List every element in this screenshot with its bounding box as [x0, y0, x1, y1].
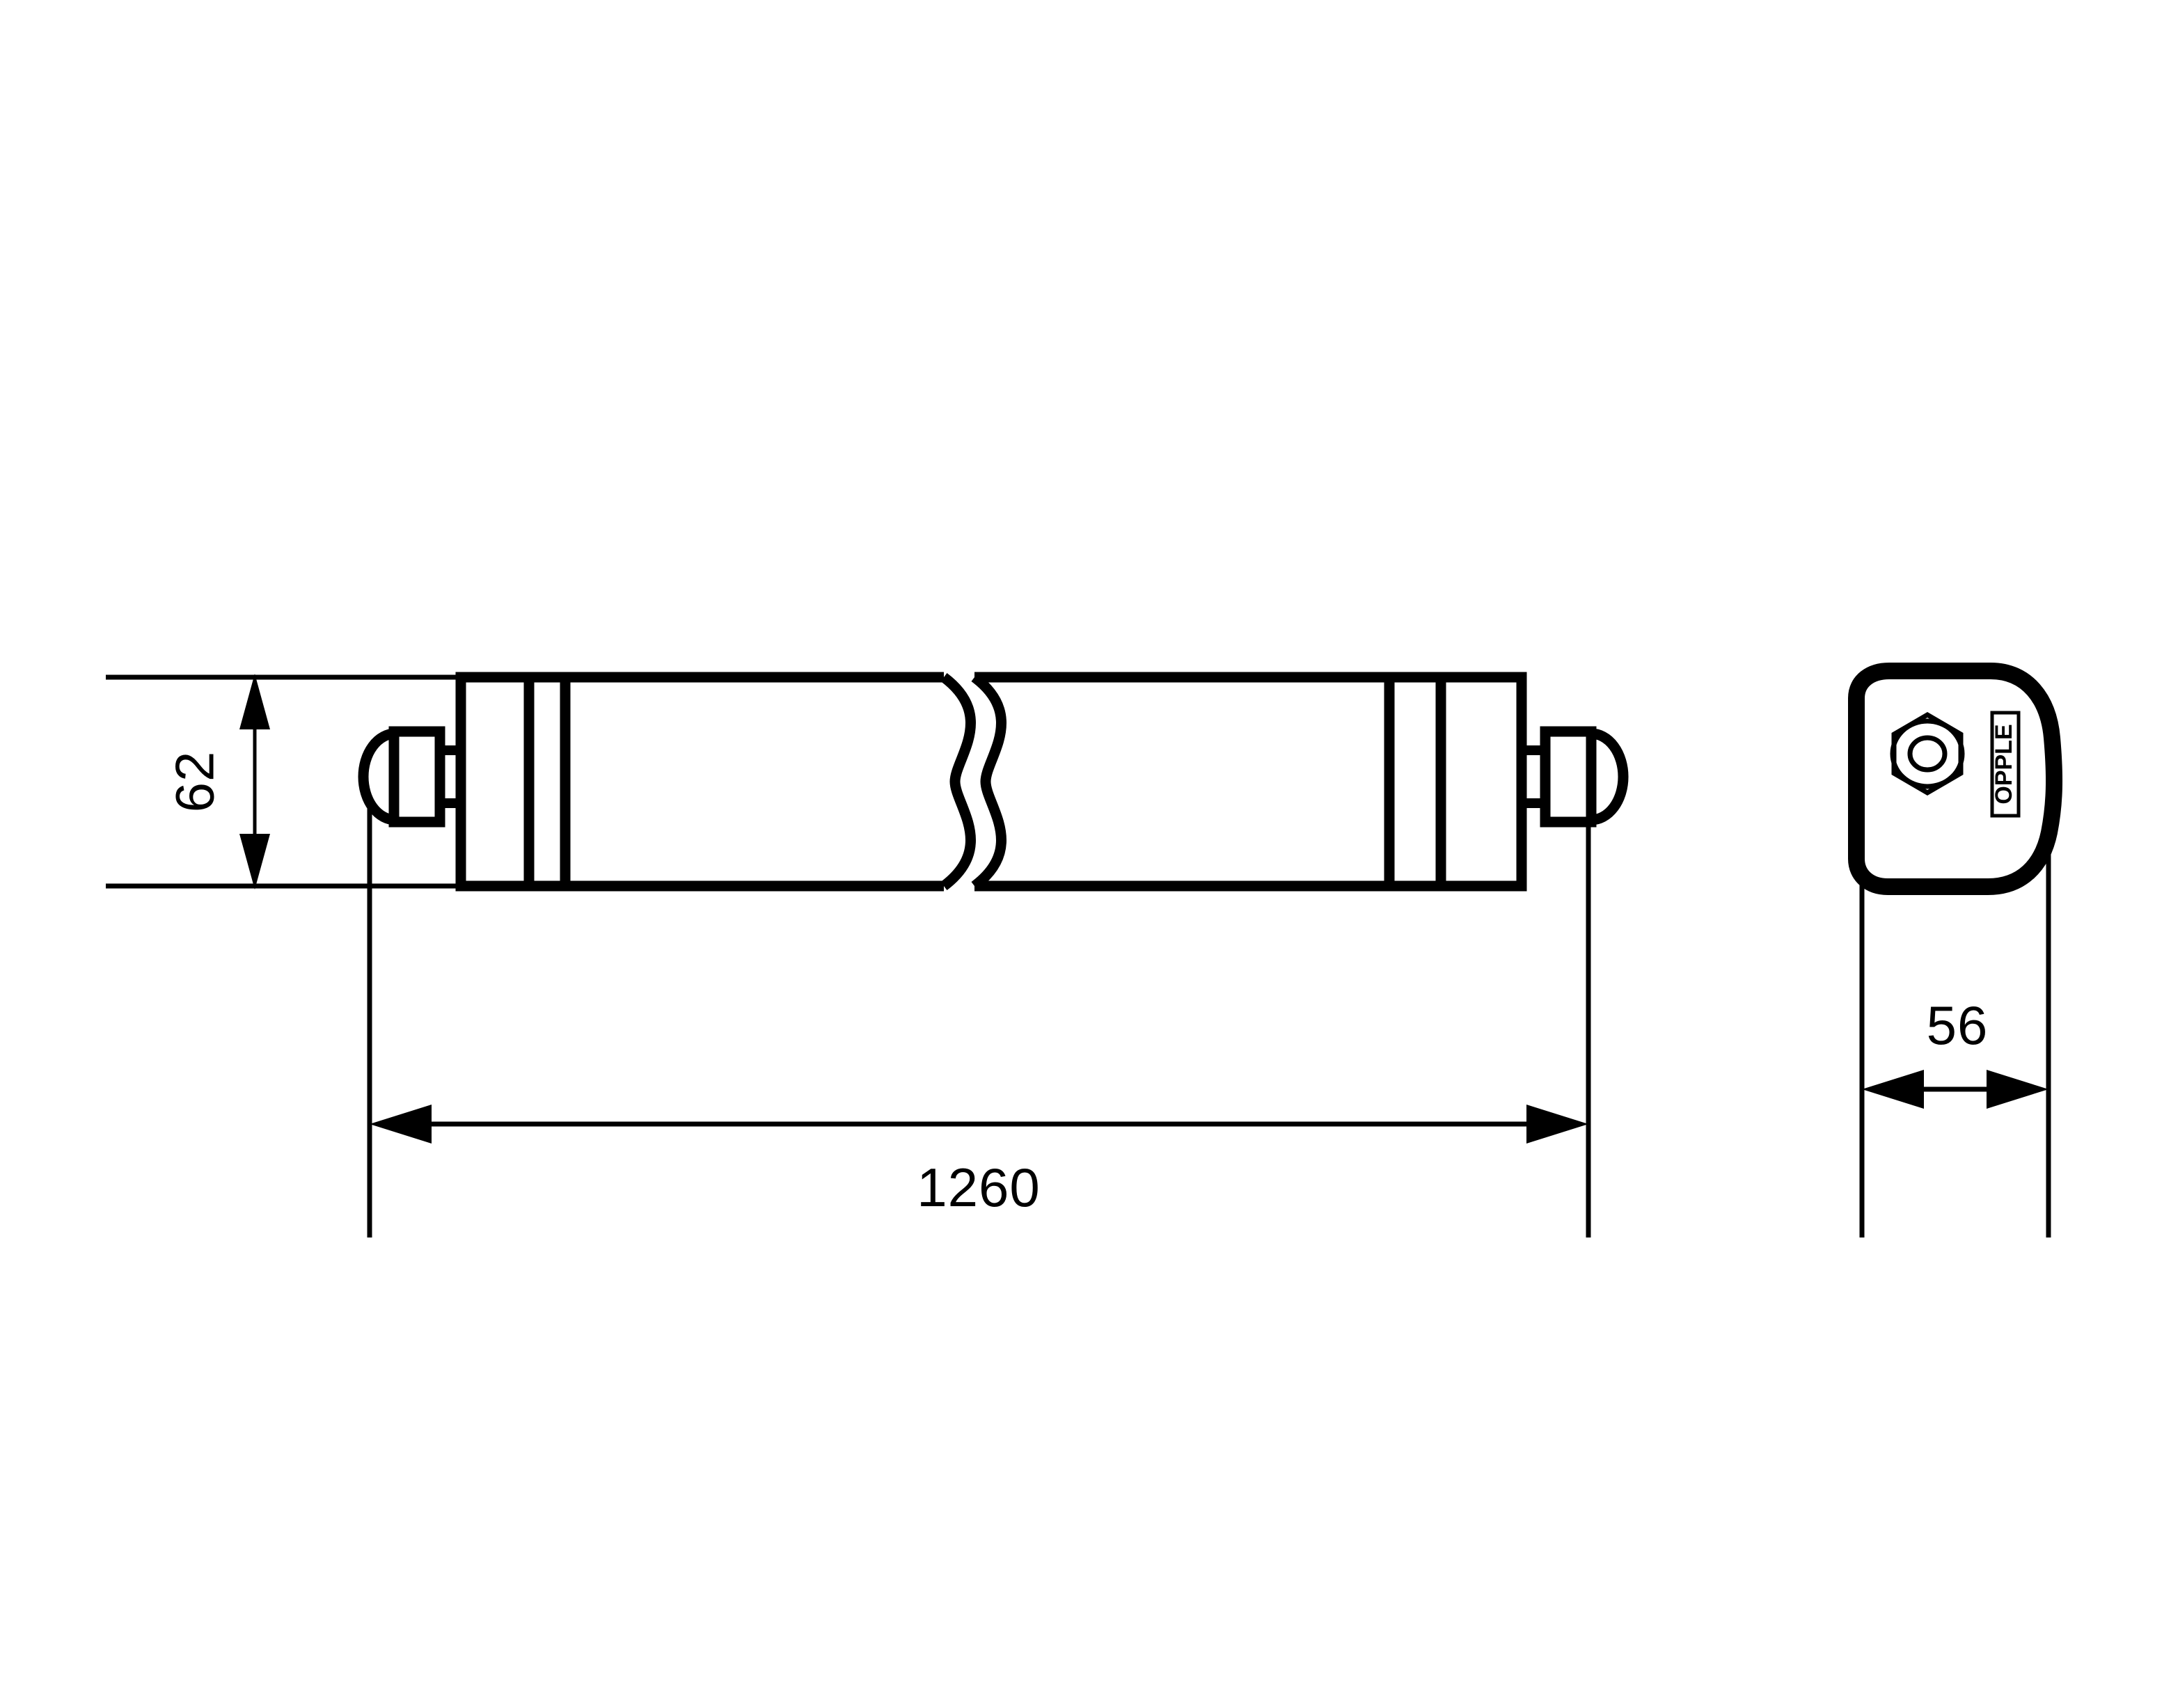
left-cable-gland — [358, 726, 465, 828]
tube-body-right-segment — [971, 672, 1391, 892]
right-gland-body — [1540, 726, 1597, 828]
hex-nut — [1890, 711, 1965, 796]
height-extension-lines — [106, 674, 459, 889]
dimension-length-1260: 1260 — [367, 802, 1591, 1237]
length-arrow-right — [1526, 1105, 1588, 1144]
right-end-cap — [1384, 672, 1527, 892]
length-arrow-left — [370, 1105, 432, 1144]
end-elevation-view: OPPLE 56 — [1848, 663, 2063, 1237]
dimension-width-56: 56 — [1859, 841, 2051, 1237]
right-cable-gland — [1522, 726, 1629, 828]
width-arrow-left — [1862, 1070, 1924, 1109]
end-cap-profile-outline — [1848, 663, 2063, 895]
length-dimension-label: 1260 — [917, 1157, 1041, 1218]
break-line-left — [940, 673, 976, 890]
brand-label: OPPLE — [1991, 724, 2017, 804]
brand-plate: OPPLE — [1990, 711, 2021, 818]
height-arrow-up — [239, 674, 270, 729]
left-gland-body — [388, 726, 445, 828]
brand-plate-border — [1990, 711, 2021, 818]
break-line-right — [971, 673, 1006, 890]
height-arrow-down — [239, 834, 270, 889]
dimension-height-62: 62 — [164, 674, 270, 889]
hex-nut-circle — [1890, 718, 1965, 789]
height-dimension-label: 62 — [164, 751, 226, 813]
front-elevation-view: 62 — [106, 672, 1629, 1237]
hex-nut-bore — [1907, 735, 1948, 773]
left-gland-dome — [358, 728, 396, 825]
right-end-cap-outer — [1384, 672, 1527, 892]
left-end-cap — [455, 672, 571, 892]
hex-nut-outline — [1891, 711, 1964, 796]
left-end-cap-outer — [455, 672, 571, 892]
right-gland-dome — [1590, 728, 1629, 825]
width-arrow-right — [1987, 1070, 2048, 1109]
width-dimension-label: 56 — [1927, 995, 1989, 1056]
tube-body-left-segment — [565, 672, 976, 892]
